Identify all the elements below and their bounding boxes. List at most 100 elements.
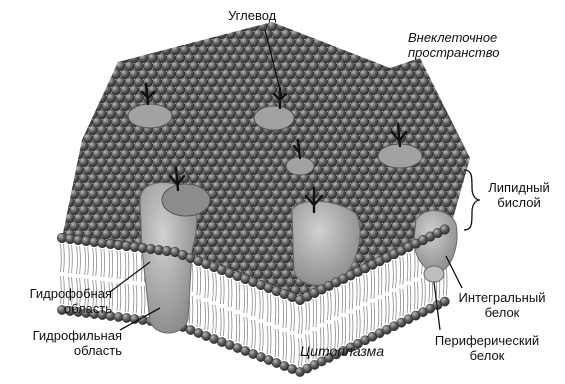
lipid-tail: [96, 248, 97, 276]
lipid-head: [83, 101, 93, 111]
lipid-head: [507, 53, 517, 63]
lipid-head: [456, 205, 466, 215]
lipid-tail: [367, 306, 368, 334]
lipid-tail: [244, 285, 245, 313]
lipid-head: [359, 21, 369, 31]
lipid-head: [70, 13, 80, 23]
lipid-tail: [352, 281, 353, 309]
lipid-head: [488, 261, 498, 271]
lipid-head: [479, 277, 489, 287]
lipid-head: [488, 165, 498, 175]
lipid-head: [60, 61, 70, 71]
lipid-head: [369, 277, 379, 287]
lipid-head: [396, 261, 406, 271]
lipid-head: [56, 117, 66, 127]
lipid-head: [553, 37, 563, 47]
lipid-head: [70, 93, 80, 103]
lipid-tail: [342, 317, 343, 345]
lipid-tail: [291, 335, 292, 363]
lipid-head: [511, 61, 521, 71]
lipid-head: [497, 261, 507, 271]
lipid-tail: [77, 246, 78, 274]
lipid-head: [51, 269, 61, 279]
lipid-head: [525, 133, 535, 143]
lipid-head: [534, 165, 544, 175]
lipid-head: [461, 181, 471, 191]
lipid-head: [516, 53, 526, 63]
leader-integral: [446, 256, 462, 288]
lipid-tail: [252, 320, 253, 348]
lipid-head: [520, 269, 530, 279]
lipid-head: [438, 61, 448, 71]
lipid-tail: [247, 285, 248, 313]
lipid-head: [355, 45, 365, 55]
lipid-head: [511, 157, 521, 167]
lipid-tail: [208, 270, 209, 298]
lipid-head: [111, 37, 121, 47]
lipid-head: [51, 141, 61, 151]
lipid-head: [83, 69, 93, 79]
lipid-head: [70, 45, 80, 55]
lipid-tail: [385, 296, 386, 324]
lipid-head: [530, 125, 540, 135]
lipid-head: [539, 157, 549, 167]
lipid-head: [479, 133, 489, 143]
lipid-head: [70, 125, 80, 135]
label-hydrophobic-line1: Гидрофобная: [2, 286, 112, 301]
lipid-head: [401, 301, 411, 311]
lipid-tail: [247, 317, 248, 345]
lipid-head: [60, 109, 70, 119]
lipid-head: [97, 61, 107, 71]
lipid-head: [51, 61, 61, 71]
lipid-head: [548, 93, 558, 103]
lipid-head: [70, 141, 80, 151]
lipid-head: [520, 221, 530, 231]
lipid-head: [51, 253, 61, 263]
lipid-head: [346, 13, 356, 23]
lipid-head: [534, 37, 544, 47]
lipid-head: [484, 77, 494, 87]
lipid-head: [516, 37, 526, 47]
lipid-head: [102, 21, 112, 31]
lipid-head: [534, 245, 544, 255]
lipid-head: [134, 45, 144, 55]
lipid-head: [419, 317, 429, 327]
lipid-head: [525, 37, 535, 47]
lipid-head: [318, 13, 328, 23]
lipid-tail: [262, 323, 263, 351]
lipid-head: [415, 293, 425, 303]
lipid-head: [56, 133, 66, 143]
lipid-head: [221, 277, 231, 287]
lipid-head: [428, 317, 438, 327]
lipid-head: [507, 117, 517, 127]
lipid-head: [516, 117, 526, 127]
lipid-head: [520, 45, 530, 55]
lipid-head: [74, 69, 84, 79]
lipid-head: [530, 45, 540, 55]
lipid-head: [88, 29, 98, 39]
lipid-head: [548, 77, 558, 87]
lipid-head: [88, 45, 98, 55]
lipid-head: [539, 253, 549, 263]
lipid-head: [493, 237, 503, 247]
lipid-head: [116, 13, 126, 23]
lipid-head: [65, 133, 75, 143]
lipid-head: [355, 29, 365, 39]
lipid-head: [461, 69, 471, 79]
lipid-tail: [136, 253, 137, 281]
label-extracellular-line1: Внеклеточное: [408, 30, 499, 45]
lipid-head: [51, 125, 61, 135]
lipid-head: [461, 101, 471, 111]
lipid-tail: [422, 278, 423, 306]
lipid-head: [134, 13, 144, 23]
lipid-head: [346, 29, 356, 39]
lipid-head: [295, 21, 305, 31]
lipid-head: [332, 21, 342, 31]
lipid-head: [502, 221, 512, 231]
lipid-head: [373, 45, 383, 55]
lipid-head: [382, 29, 392, 39]
lipid-head: [507, 149, 517, 159]
lipid-head: [553, 133, 563, 143]
lipid-head: [461, 213, 471, 223]
lipid-tail: [275, 329, 276, 357]
